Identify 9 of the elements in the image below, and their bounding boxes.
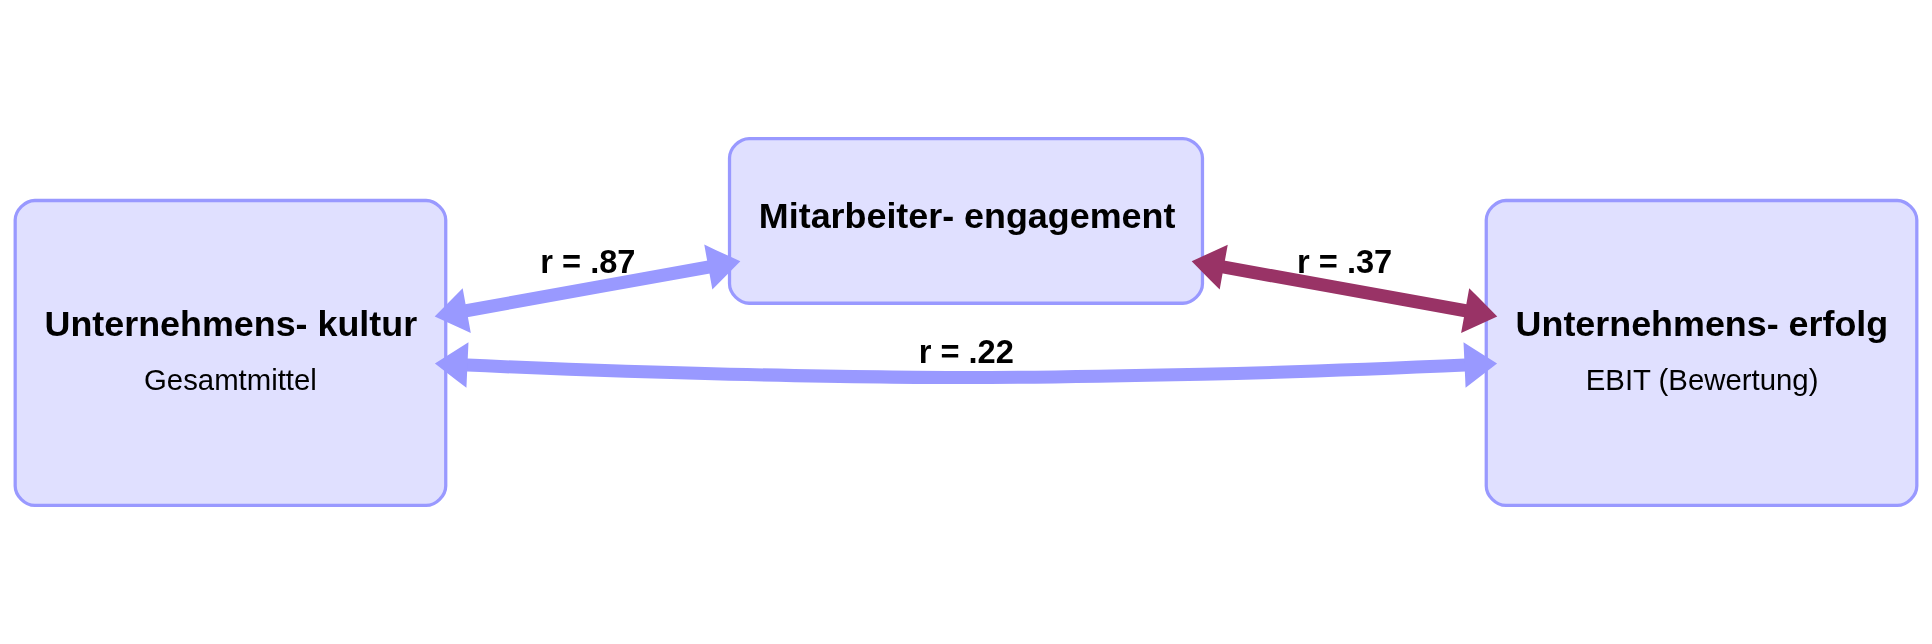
- node-box: Unternehmens- kultur Gesamtmittel: [13, 198, 448, 508]
- edge-label: r = .37: [1297, 243, 1393, 281]
- node-box: Unternehmens- erfolg EBIT (Bewertung): [1484, 198, 1919, 508]
- edge-label: r = .87: [540, 243, 636, 281]
- arrow: [434, 342, 1498, 388]
- arrow: [1191, 244, 1498, 334]
- edge-label: r = .22: [918, 332, 1014, 370]
- arrow: [434, 244, 741, 334]
- node-box: Mitarbeiter- engagement: [727, 136, 1205, 305]
